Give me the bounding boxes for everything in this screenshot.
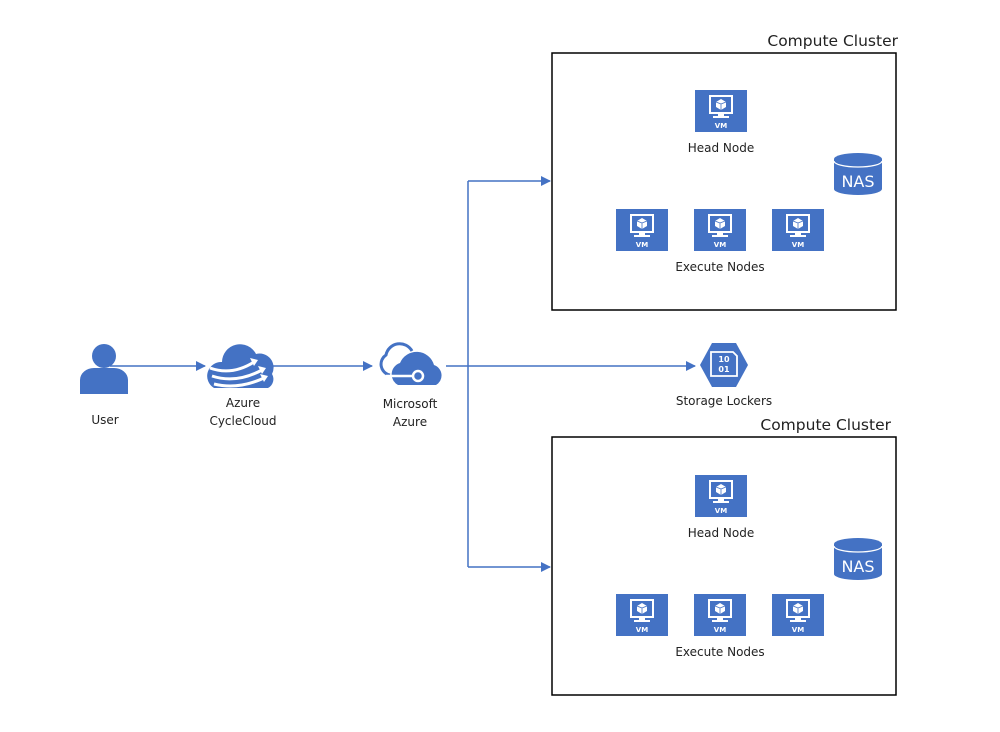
svg-text:NAS: NAS	[841, 172, 874, 191]
connectors	[110, 176, 696, 572]
storage-hexagon-icon: 10 01	[700, 343, 748, 387]
svg-text:VM: VM	[636, 241, 648, 249]
svg-text:NAS: NAS	[841, 557, 874, 576]
svg-text:VM: VM	[636, 626, 648, 634]
cluster-box	[551, 52, 897, 311]
head-node-label: Head Node	[688, 526, 755, 540]
cyclecloud-label-line1: Azure	[226, 396, 260, 410]
head-node-vm-icon: VM	[694, 89, 748, 133]
execute-node-vm-icon: VM	[615, 208, 669, 252]
user-icon	[80, 344, 128, 394]
nas-icon: NAS	[833, 152, 883, 196]
head-node-vm-icon: VM	[694, 474, 748, 518]
svg-text:VM: VM	[792, 241, 804, 249]
azure-label-line1: Microsoft	[383, 397, 438, 411]
svg-text:VM: VM	[715, 122, 727, 130]
user-node: User	[80, 344, 128, 427]
cluster-title: Compute Cluster	[767, 32, 898, 50]
execute-nodes-label: Execute Nodes	[675, 645, 764, 659]
compute-cluster-2: Compute Cluster VM Head Node NAS VM VM V…	[551, 416, 897, 696]
execute-node-vm-icon: VM	[693, 208, 747, 252]
svg-text:VM: VM	[715, 507, 727, 515]
nas-icon: NAS	[833, 537, 883, 581]
cyclecloud-node: Azure CycleCloud	[207, 344, 277, 428]
head-node-label: Head Node	[688, 141, 755, 155]
execute-node-vm-icon: VM	[693, 593, 747, 637]
execute-nodes-label: Execute Nodes	[675, 260, 764, 274]
compute-cluster-1: Compute Cluster VM Head Node NAS VM VM V…	[551, 32, 899, 311]
svg-text:VM: VM	[714, 241, 726, 249]
azure-cloud-icon	[379, 342, 442, 385]
storage-label: Storage Lockers	[676, 394, 772, 408]
azure-node: Microsoft Azure	[379, 342, 442, 429]
svg-text:VM: VM	[792, 626, 804, 634]
svg-text:VM: VM	[714, 626, 726, 634]
storage-glyph-1: 10	[718, 355, 730, 364]
cyclecloud-icon	[207, 344, 274, 388]
cluster-box	[551, 436, 897, 696]
storage-lockers-node: 10 01 Storage Lockers	[676, 343, 772, 408]
storage-glyph-2: 01	[718, 365, 730, 374]
execute-node-vm-icon: VM	[771, 593, 825, 637]
cyclecloud-label-line2: CycleCloud	[209, 414, 276, 428]
cluster-title: Compute Cluster	[760, 416, 891, 434]
user-label: User	[91, 413, 118, 427]
execute-node-vm-icon: VM	[771, 208, 825, 252]
execute-node-vm-icon: VM	[615, 593, 669, 637]
azure-label-line2: Azure	[393, 415, 427, 429]
